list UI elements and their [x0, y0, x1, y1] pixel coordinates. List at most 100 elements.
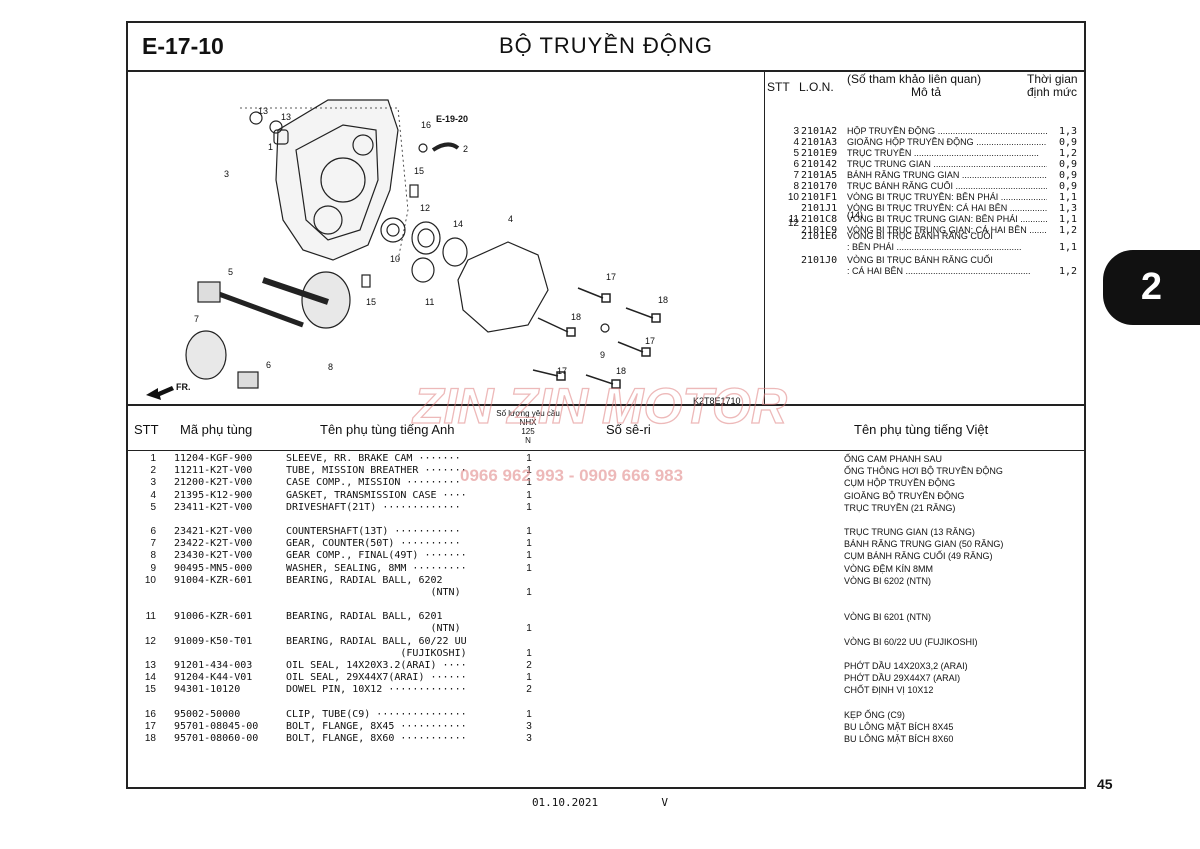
part-english-name: OIL SEAL, 29X44X7(ARAI) ······ — [286, 672, 467, 684]
callout-number: 2 — [463, 144, 468, 154]
front-arrow-icon — [146, 386, 174, 400]
part-vietnamese-name: TRỤC TRUYỀN (21 RĂNG) — [844, 502, 956, 513]
front-label: FR. — [176, 382, 191, 392]
ref-lon: 2101A3 — [801, 137, 838, 148]
part-vietnamese-name: VÒNG BI 6202 (NTN) — [844, 575, 932, 586]
part-english-name: TUBE, MISSION BREATHER ······· — [286, 465, 467, 477]
ref-header-desc-sub: Mô tả — [911, 85, 942, 99]
part-stt: 9 — [150, 562, 156, 574]
callout-number: 17 — [606, 272, 616, 282]
ref-time: 1,2 — [1058, 148, 1077, 159]
ref-stt: 10 — [787, 192, 799, 203]
part-quantity: 1 — [526, 538, 532, 550]
callout-number: 13 — [281, 112, 291, 122]
footer-mark: V — [661, 796, 669, 809]
ref-lon: 2101C8 — [801, 214, 838, 225]
part-stt: 1 — [150, 453, 156, 464]
ref-desc: VÒNG BI TRỤC BÁNH RĂNG CUỐI — [847, 255, 993, 265]
part-vietnamese-name: PHỚT DẦU 14X20X3,2 (ARAI) — [844, 661, 968, 671]
part-code: 91004-KZR-601 — [174, 574, 253, 586]
ref-time: 1,2 — [1058, 225, 1077, 236]
part-code: 23430-K2T-V00 — [174, 550, 253, 562]
page-frame: E-17-10 BỘ TRUYỀN ĐỘNG — [126, 21, 1086, 789]
table-row: (FUJIKOSHI)1 — [128, 648, 1084, 660]
callout-number: 16 — [421, 120, 431, 130]
ref-desc: TRỤC TRUYỀN — [847, 148, 1047, 159]
part-vietnamese-name: VÒNG ĐỆM KÍN 8MM — [844, 563, 934, 574]
part-stt: 11 — [145, 611, 156, 623]
ref-desc: TRỤC TRUNG GIAN — [847, 159, 1047, 170]
part-quantity: 1 — [526, 526, 532, 537]
callout-number: 5 — [228, 267, 233, 277]
ref-row: 12 — [765, 218, 1085, 229]
part-quantity: 1 — [526, 587, 532, 598]
part-vietnamese-name: CỤM BÁNH RĂNG CUỐI (49 RĂNG) — [844, 551, 993, 562]
part-code: 11211-K2T-V00 — [174, 465, 253, 477]
table-row: 14 91204-K44-V01 OIL SEAL, 29X44X7(ARAI) ·… — [128, 672, 1084, 684]
ref-header-desc: (Số tham khảo liên quan) — [847, 72, 982, 86]
callout-number: 18 — [658, 295, 668, 305]
callout-number: 3 — [224, 169, 229, 179]
table-row: (NTN)1 — [128, 587, 1084, 599]
part-stt: 14 — [144, 672, 156, 684]
part-vietnamese-name: CHỐT ĐỊNH VỊ 10X12 — [844, 685, 934, 696]
col-quantity-cc: 125 — [521, 427, 535, 436]
col-quantity: Số lượng yêu cầu NHX 125 N — [488, 409, 568, 445]
part-vietnamese-name: GIOĂNG BỘ TRUYỀN ĐỘNG — [844, 490, 965, 501]
ref-lon: 210142 — [801, 159, 838, 170]
ref-row: : CẢ HAI BÊN 1,2 — [765, 266, 1085, 277]
ref-lon: 2101F1 — [801, 192, 838, 203]
part-vietnamese-name: ỐNG THÔNG HƠI BỘ TRUYỀN ĐỘNG — [844, 466, 1003, 477]
callout-number: 18 — [571, 312, 581, 322]
ref-lon: 2101J1 — [801, 203, 838, 214]
ref-lon: 2101A2 — [801, 126, 838, 137]
callout-number: 15 — [414, 166, 424, 176]
part-quantity: 1 — [526, 477, 532, 489]
watermark: ZIN ZIN MOTOR — [410, 385, 787, 435]
part-quantity: 1 — [526, 453, 532, 464]
part-english-name: CASE COMP., MISSION ········· — [286, 477, 461, 489]
part-stt: 7 — [150, 538, 156, 550]
part-stt: 10 — [144, 574, 156, 586]
ref-header-stt: STT — [767, 80, 790, 94]
ref-time: 0,9 — [1058, 170, 1077, 181]
ref-header-lon: L.O.N. — [799, 80, 834, 94]
reference-time-table: STT L.O.N. (Số tham khảo liên quan) Mô t… — [764, 70, 1085, 404]
ref-stt: 11 — [788, 214, 799, 225]
part-english-name: BEARING, RADIAL BALL, 60/22 UU — [286, 635, 467, 647]
part-stt: 17 — [144, 720, 156, 732]
col-stt: STT — [134, 422, 159, 437]
ref-desc: HỘP TRUYỀN ĐỘNG — [847, 126, 1047, 137]
col-quantity-model: NHX — [519, 418, 537, 427]
part-english-name: BOLT, FLANGE, 8X45 ··········· — [286, 720, 467, 732]
part-vietnamese-name: BU LÔNG MẶT BÍCH 8X45 — [844, 721, 954, 732]
page-title: BỘ TRUYỀN ĐỘNG — [498, 33, 714, 58]
part-code: 91204-K44-V01 — [174, 672, 253, 684]
ref-row: : BÊN PHẢI 1,1 — [765, 242, 1085, 253]
ref-desc: VÒNG BI TRỤC TRUNG GIAN: CẢ HAI BÊN — [847, 225, 1047, 236]
ref-time: 1,1 — [1058, 192, 1077, 203]
part-vietnamese-name: VÒNG BI 6201 (NTN) — [844, 612, 932, 623]
part-quantity: 1 — [526, 489, 532, 501]
ref-desc: VÒNG BI TRỤC TRUYỀN: BÊN PHẢI — [847, 192, 1047, 203]
col-serial: Số sê-ri — [606, 422, 651, 437]
part-stt: 15 — [144, 684, 156, 696]
watermark-brand: ZIN ZIN MOTOR — [411, 385, 787, 434]
part-quantity: 1 — [526, 708, 532, 720]
ref-desc: : CẢ HAI BÊN — [847, 266, 1047, 277]
callout-number: 11 — [425, 297, 434, 307]
part-code: 91006-KZR-601 — [174, 611, 253, 623]
part-vietnamese-name: PHỚT DẦU 29X44X7 (ARAI) — [844, 673, 961, 684]
callout-number: 18 — [616, 366, 626, 376]
callout-number: 17 — [557, 366, 567, 376]
